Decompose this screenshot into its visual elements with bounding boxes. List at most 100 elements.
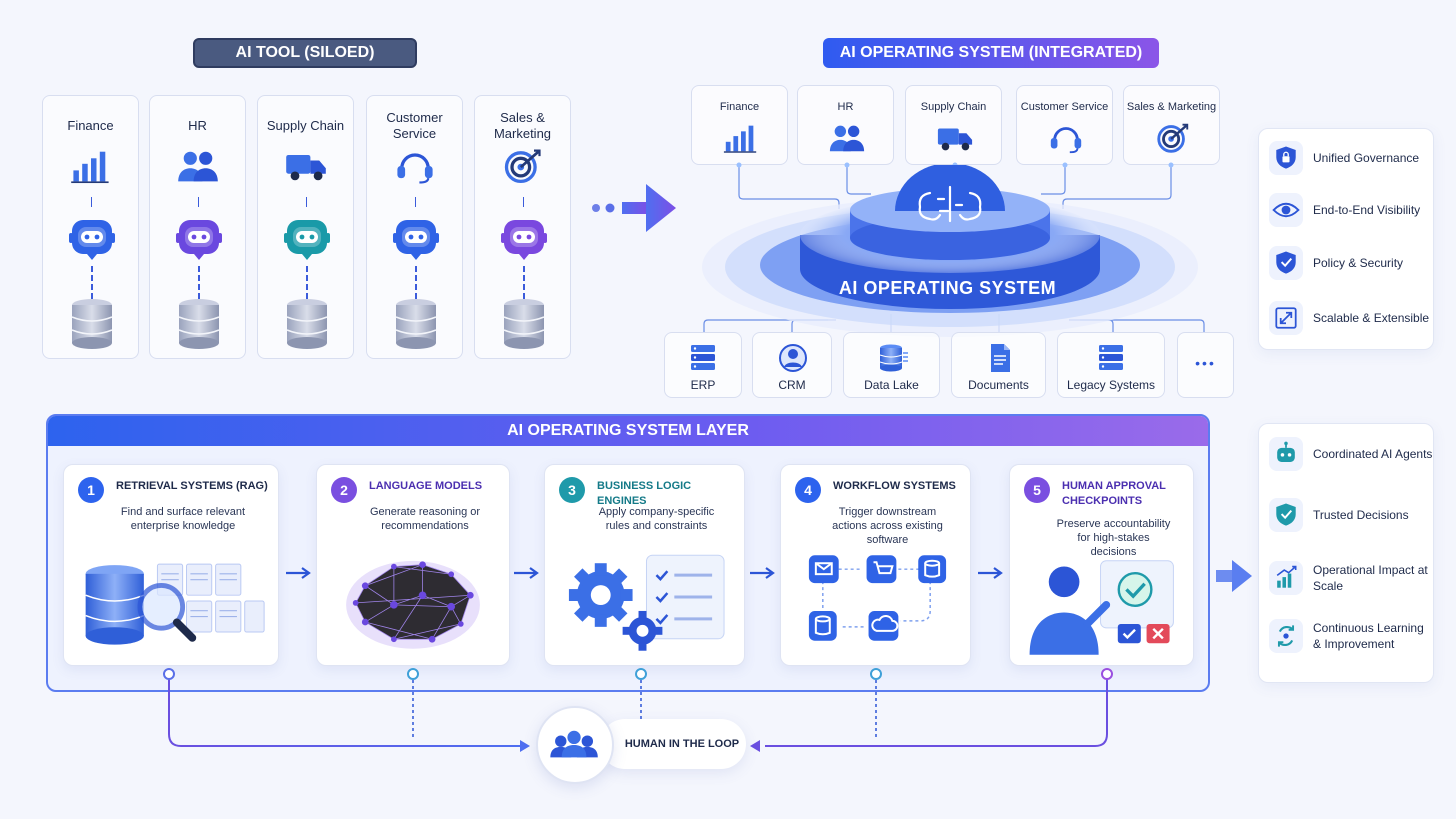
benefit-label: Policy & Security (1313, 256, 1404, 270)
benefit-item: Operational Impact at Scale (1269, 561, 1431, 595)
layer-card: 4 WORKFLOW SYSTEMS Trigger downstream acti… (780, 464, 971, 666)
server-icon (687, 343, 721, 373)
integrated-department: Supply Chain (905, 85, 1002, 165)
card-title: HUMAN APPROVAL CHECKPOINTS (1062, 480, 1166, 507)
card-title: BUSINESS LOGIC ENGINES (597, 480, 692, 507)
department-label: HR (837, 100, 854, 113)
transition-arrow-icon (592, 184, 676, 232)
robot-icon (1269, 437, 1303, 471)
layer-card: 2 LANGUAGE MODELS Generate reasoning or re… (316, 464, 510, 666)
step-number: 5 (1024, 477, 1050, 503)
benefit-label: Coordinated AI Agents (1313, 447, 1433, 461)
card-description: Trigger downstream actions across existi… (832, 506, 943, 546)
silo-column: HR (149, 95, 246, 359)
shield-check-icon (1269, 246, 1303, 280)
benefit-item: Scalable & Extensible (1269, 301, 1429, 335)
human-in-the-loop: HUMAN IN THE LOOP (600, 719, 746, 769)
silo-label: HR (188, 118, 207, 133)
silo-column: Customer Service (366, 95, 463, 359)
eye-icon (1269, 193, 1303, 227)
hitl-badge (536, 706, 614, 784)
step-number: 3 (559, 477, 585, 503)
card-description: Generate reasoning or recommendations (369, 506, 481, 532)
system-label: ERP (690, 378, 716, 392)
benefit-item: Coordinated AI Agents (1269, 437, 1432, 471)
growth-chart-icon (1269, 561, 1303, 595)
siloed-header: AI TOOL (SILOED) (193, 38, 417, 68)
card-description: Apply company-specific rules and constra… (598, 506, 715, 532)
gears-checklist-illustration (555, 545, 734, 657)
connector-tick (306, 197, 307, 207)
layer-title: AI OPERATING SYSTEM LAYER (48, 416, 1208, 446)
silo-label: Finance (67, 118, 114, 133)
expand-icon (1269, 301, 1303, 335)
database-icon (876, 343, 910, 373)
benefit-item: Unified Governance (1269, 141, 1419, 175)
card-title: WORKFLOW SYSTEMS (833, 480, 956, 492)
user-circle-icon (776, 343, 810, 373)
layer-card: 1 RETRIEVAL SYSTEMS (RAG) Find and surface… (63, 464, 279, 666)
benefit-label: Scalable & Extensible (1313, 311, 1430, 325)
enterprise-system: ERP (664, 332, 742, 398)
benefit-label: Unified Governance (1313, 151, 1420, 165)
benefit-label: End-to-End Visibility (1313, 203, 1421, 217)
connector-tick (523, 197, 524, 207)
card-title: RETRIEVAL SYSTEMS (RAG) (116, 480, 268, 492)
enterprise-system: Legacy Systems (1057, 332, 1165, 398)
benefit-label: Continuous Learning & Improvement (1313, 621, 1424, 651)
integrated-department: Finance (691, 85, 788, 165)
step-number: 2 (331, 477, 357, 503)
feedback-loop-lines (163, 668, 1113, 752)
card-description: Find and surface relevant enterprise kno… (120, 506, 246, 532)
integrated-department: Customer Service (1016, 85, 1113, 165)
silo-column: Sales & Marketing (474, 95, 571, 359)
rag-illustration (74, 545, 268, 657)
connector-tick (198, 197, 199, 207)
dashed-connector (91, 266, 93, 299)
neural-network-illustration (327, 545, 499, 657)
department-label: Customer Service (1020, 100, 1109, 113)
department-label: Supply Chain (920, 100, 987, 113)
step-number: 4 (795, 477, 821, 503)
silo-column: Finance (42, 95, 139, 359)
arrow-right-icon (750, 567, 775, 579)
human-approval-illustration (1020, 545, 1183, 657)
benefit-item: Policy & Security (1269, 246, 1403, 280)
integrated-header: AI OPERATING SYSTEM (INTEGRATED) (823, 38, 1159, 68)
server-stack-icon (1095, 343, 1129, 373)
silo-column: Supply Chain (257, 95, 354, 359)
document-icon (983, 343, 1017, 373)
system-label: CRM (778, 378, 806, 392)
card-title: LANGUAGE MODELS (369, 480, 483, 492)
benefit-label: Operational Impact at Scale (1313, 563, 1428, 593)
benefit-item: Trusted Decisions (1269, 498, 1409, 532)
benefit-item: Continuous Learning & Improvement (1269, 619, 1431, 653)
enterprise-system: Documents (951, 332, 1046, 398)
dashed-connector (198, 266, 200, 299)
silo-label: Customer Service (386, 110, 443, 141)
enterprise-system: Data Lake (843, 332, 940, 398)
shield-check-icon (1269, 498, 1303, 532)
more-label: ••• (1195, 355, 1216, 371)
card-description: Preserve accountability for high-stakes … (1056, 518, 1171, 558)
arrow-right-icon (978, 567, 1003, 579)
dashed-connector (523, 266, 525, 299)
step-number: 1 (78, 477, 104, 503)
connector-tick (91, 197, 92, 207)
arrow-right-icon (286, 567, 311, 579)
benefit-item: End-to-End Visibility (1269, 193, 1420, 227)
people-group-icon (550, 730, 598, 758)
ai-os-platform (702, 165, 1198, 337)
lock-shield-icon (1269, 141, 1303, 175)
platform-label: AI OPERATING SYSTEM (838, 277, 1057, 298)
silo-label: Sales & Marketing (493, 110, 552, 141)
benefit-label: Trusted Decisions (1313, 508, 1409, 522)
system-label: Data Lake (864, 378, 919, 392)
department-label: Finance (719, 100, 760, 113)
dashed-connector (306, 266, 308, 299)
enterprise-system: CRM (752, 332, 832, 398)
system-label: Legacy Systems (1066, 378, 1156, 392)
